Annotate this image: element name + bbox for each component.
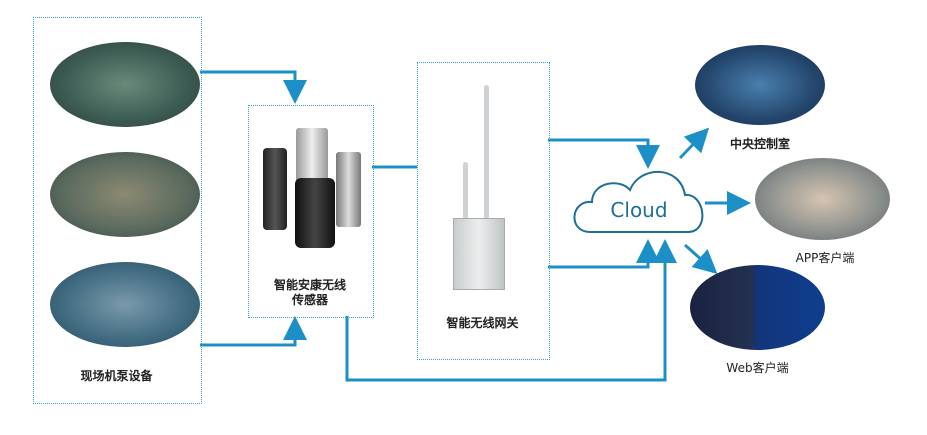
pump-photo-3 (50, 262, 200, 347)
arrow-cloud-to-web (684, 243, 718, 274)
arrow-equipment-to-sensor-top (200, 70, 307, 104)
gateway-group (417, 62, 550, 360)
control-room-label: 中央控制室 (729, 137, 790, 151)
equipment-group (33, 17, 202, 404)
cloud-icon (573, 170, 704, 233)
gateway-antenna-1 (484, 85, 489, 220)
web-photo (690, 265, 825, 350)
equipment-label: 现场机泵设备 (80, 369, 153, 383)
sensor-label-line2: 传感器 (291, 293, 328, 307)
sensor-image-3 (295, 178, 335, 248)
control-room-photo (695, 45, 825, 125)
cloud-label: Cloud (610, 198, 668, 222)
web-label: Web客户端 (726, 361, 789, 375)
arrow-cloud-to-control-room (678, 127, 710, 160)
pump-photo-2 (50, 152, 200, 237)
sensor-group (248, 105, 374, 318)
gateway-device-image (453, 218, 505, 290)
sensor-label-line1: 智能安康无线 (273, 278, 346, 292)
arrow-gateway-to-cloud-top (548, 138, 660, 169)
sensor-image-1 (263, 148, 287, 230)
sensor-image-4 (336, 152, 361, 227)
arrow-equipment-to-sensor-bottom (200, 316, 307, 347)
app-photo (755, 158, 890, 240)
app-label: APP客户端 (795, 251, 855, 265)
arrow-gateway-to-cloud-bottom (548, 239, 660, 269)
gateway-label: 智能无线网关 (446, 316, 519, 330)
pump-photo-1 (50, 42, 200, 127)
gateway-antenna-2 (463, 162, 468, 222)
arrow-sensor-to-cloud (345, 239, 677, 382)
